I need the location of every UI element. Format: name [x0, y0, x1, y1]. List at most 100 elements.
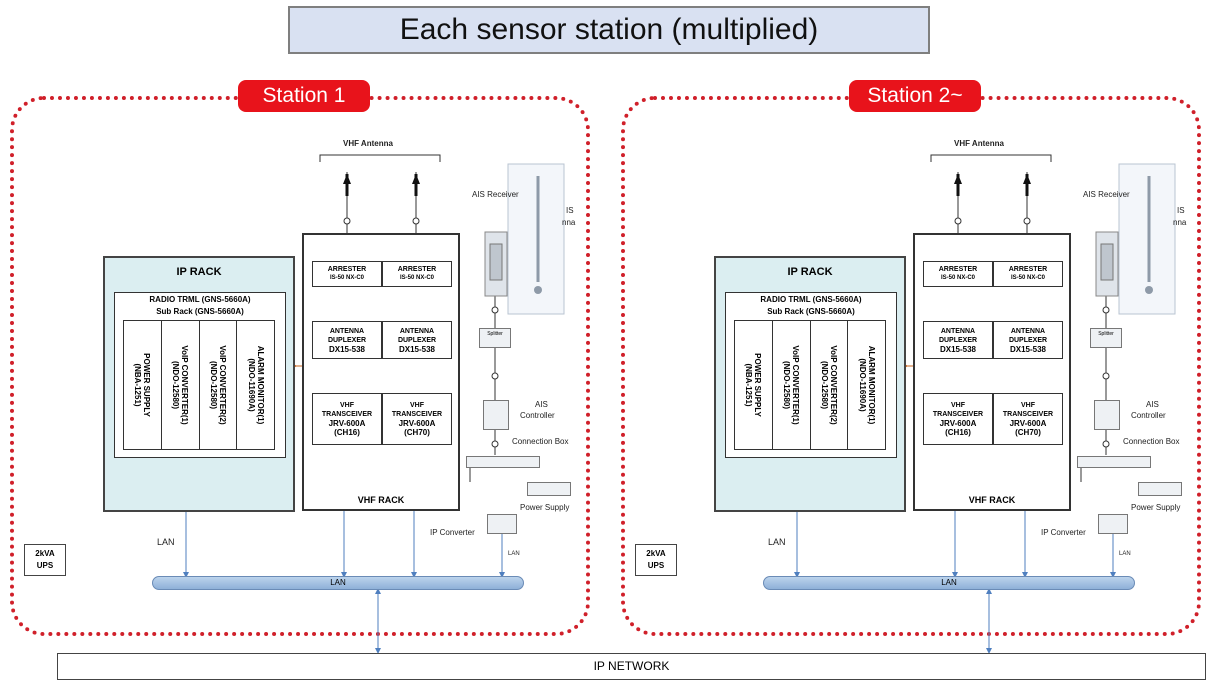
ip-converter-label: IP Converter	[430, 528, 475, 537]
vhf-rack-transceiver-model-text: JRV-600A	[328, 419, 366, 428]
ip-rack-modules-1-name-text: VoIP CONVERTER(1)	[180, 345, 190, 425]
station-2: Station 2~	[611, 0, 1211, 682]
vhf-rack-duplexer-2-text: DUPLEXER	[327, 336, 367, 344]
connection-box-label: Connection Box	[512, 437, 569, 446]
vhf-rack-duplexer-1-text: ANTENNA	[329, 327, 365, 335]
sub-rack-label: Sub Rack (GNS-5660A)	[156, 307, 244, 316]
splitter-text: Splitter	[1098, 331, 1114, 337]
power-supply-label: Power Supply	[520, 503, 570, 512]
vhf-rack-transceiver-model-text: JRV-600A	[398, 419, 436, 428]
ais-antenna-label-2: nna	[562, 218, 576, 227]
module-row: POWER SUPPLY(NBA-1251) VoIP CONVERTER(1)…	[734, 320, 886, 450]
vhf-rack-duplexer-model-text: DX15-538	[398, 344, 436, 354]
vhf-rack-transceiver-text: TRANSCEIVER	[932, 411, 984, 418]
ais-antenna-label-2: nna	[1173, 218, 1187, 227]
ip-rack-modules-0-name-text: POWER SUPPLY	[753, 353, 763, 417]
sub-rack-label: Sub Rack (GNS-5660A)	[767, 307, 855, 316]
vhf-rack-transceiver-model-text: JRV-600A	[939, 419, 977, 428]
radio-trml: RADIO TRML (GNS-5660A) Sub Rack (GNS-566…	[114, 292, 286, 458]
vhf-rack-arrester-model-text: IS-50 NX-C0	[329, 275, 364, 281]
ip-converter-device	[1098, 514, 1128, 534]
ip-rack-modules-2-name-text: VoIP CONVERTER(2)	[217, 345, 227, 425]
lan-small-label: LAN	[1119, 551, 1131, 557]
vhf-rack-transceiver-text: TRANSCEIVER	[1002, 411, 1054, 418]
ip-rack-modules-3-model-text: (NDO-11690A)	[857, 358, 867, 412]
ip-rack-modules-1-model-text: (NDO-12580)	[171, 360, 181, 409]
ups-2-text: UPS	[647, 561, 665, 570]
diagram-title: Each sensor station (multiplied)	[288, 6, 930, 54]
vhf-rack-duplexer-model-text: DX15-538	[939, 344, 977, 354]
vhf-rack-arrester-model-text: IS-50 NX-C0	[399, 275, 434, 281]
ais-controller-label-1: AIS	[1146, 400, 1159, 409]
splitter-box: Splitter	[479, 328, 511, 348]
vhf-rack-duplexer-model-text: DX15-538	[328, 344, 366, 354]
connection-box-device	[466, 456, 540, 468]
ip-rack-modules-2-name-text: VoIP CONVERTER(2)	[828, 345, 838, 425]
vhf-antenna-label: VHF Antenna	[343, 139, 393, 148]
splitter-box: Splitter	[1090, 328, 1122, 348]
connection-box-device	[1077, 456, 1151, 468]
radio-trml-label: RADIO TRML (GNS-5660A)	[149, 295, 251, 304]
vhf-rack-vhf-text: VHF	[951, 402, 965, 409]
module-row: POWER SUPPLY(NBA-1251) VoIP CONVERTER(1)…	[123, 320, 275, 450]
vhf-rack-vhf-text: VHF	[340, 402, 354, 409]
ip-rack-title: IP RACK	[787, 266, 833, 278]
lan-bus: LAN	[152, 576, 524, 590]
vhf-rack-title: VHF RACK	[357, 495, 405, 505]
vhf-rack-duplexer-2-text: DUPLEXER	[1008, 336, 1048, 344]
vhf-rack-ch-left-text: (CH16)	[945, 428, 971, 437]
vhf-rack-duplexer-model-text: DX15-538	[1009, 344, 1047, 354]
radio-trml: RADIO TRML (GNS-5660A) Sub Rack (GNS-566…	[725, 292, 897, 458]
vhf-rack-duplexer-1-text: ANTENNA	[399, 327, 435, 335]
vhf-rack-duplexer-2-text: DUPLEXER	[397, 336, 437, 344]
module-alarm-monitor: ALARM MONITOR(1)(NDO-11690A)	[848, 321, 885, 449]
ups-2-text: UPS	[36, 561, 54, 570]
ip-rack-modules-3-name-text: ALARM MONITOR(1)	[866, 345, 876, 425]
power-supply-device	[1138, 482, 1182, 496]
ip-rack-title: IP RACK	[176, 266, 222, 278]
ip-rack-modules-3-name-text: ALARM MONITOR(1)	[255, 345, 265, 425]
vhf-rack-duplexer-2-text: DUPLEXER	[938, 336, 978, 344]
ais-controller-label-2: Controller	[1131, 411, 1166, 420]
power-supply-label: Power Supply	[1131, 503, 1181, 512]
station-wiring	[183, 154, 565, 654]
ais-controller-label-1: AIS	[535, 400, 548, 409]
ip-converter-label: IP Converter	[1041, 528, 1086, 537]
ip-rack-modules-0-name-text: POWER SUPPLY	[142, 353, 152, 417]
vhf-rack-arrester-model-text: IS-50 NX-C0	[940, 275, 975, 281]
ais-controller-device	[483, 400, 509, 430]
radio-trml-label: RADIO TRML (GNS-5660A)	[760, 295, 862, 304]
ip-rack-modules-3-model-text: (NDO-11690A)	[246, 358, 256, 412]
vhf-rack-transceiver-text: TRANSCEIVER	[391, 411, 443, 418]
lan-bus: LAN	[763, 576, 1135, 590]
ip-rack-modules-2-model-text: (NDO-12580)	[208, 360, 218, 409]
module-voip-converter-2: VoIP CONVERTER(2)(NDO-12580)	[811, 321, 849, 449]
ups-1-text: 2kVA	[35, 549, 55, 558]
vhf-rack-duplexer-1-text: ANTENNA	[940, 327, 976, 335]
ups-box: 2kVA UPS	[24, 544, 66, 576]
ip-network: IP NETWORK	[57, 653, 1206, 680]
module-power-supply: POWER SUPPLY(NBA-1251)	[735, 321, 773, 449]
vhf-rack-duplexer-1-text: ANTENNA	[1010, 327, 1046, 335]
vhf-rack-arrester-text: ARRESTER	[327, 266, 367, 273]
power-supply-device	[527, 482, 571, 496]
module-alarm-monitor: ALARM MONITOR(1)(NDO-11690A)	[237, 321, 274, 449]
ip-rack-modules-1-model-text: (NDO-12580)	[782, 360, 792, 409]
station-badge: Station 2~	[849, 80, 981, 112]
splitter-text: Splitter	[487, 331, 503, 337]
module-voip-converter-1: VoIP CONVERTER(1)(NDO-12580)	[773, 321, 811, 449]
ais-receiver-label: AIS Receiver	[1083, 190, 1130, 199]
vhf-rack-vhf-text: VHF	[1021, 402, 1035, 409]
ip-rack: IP RACK RADIO TRML (GNS-5660A) Sub Rack …	[714, 256, 906, 512]
vhf-rack-title: VHF RACK	[968, 495, 1016, 505]
lan-small-label: LAN	[508, 551, 520, 557]
